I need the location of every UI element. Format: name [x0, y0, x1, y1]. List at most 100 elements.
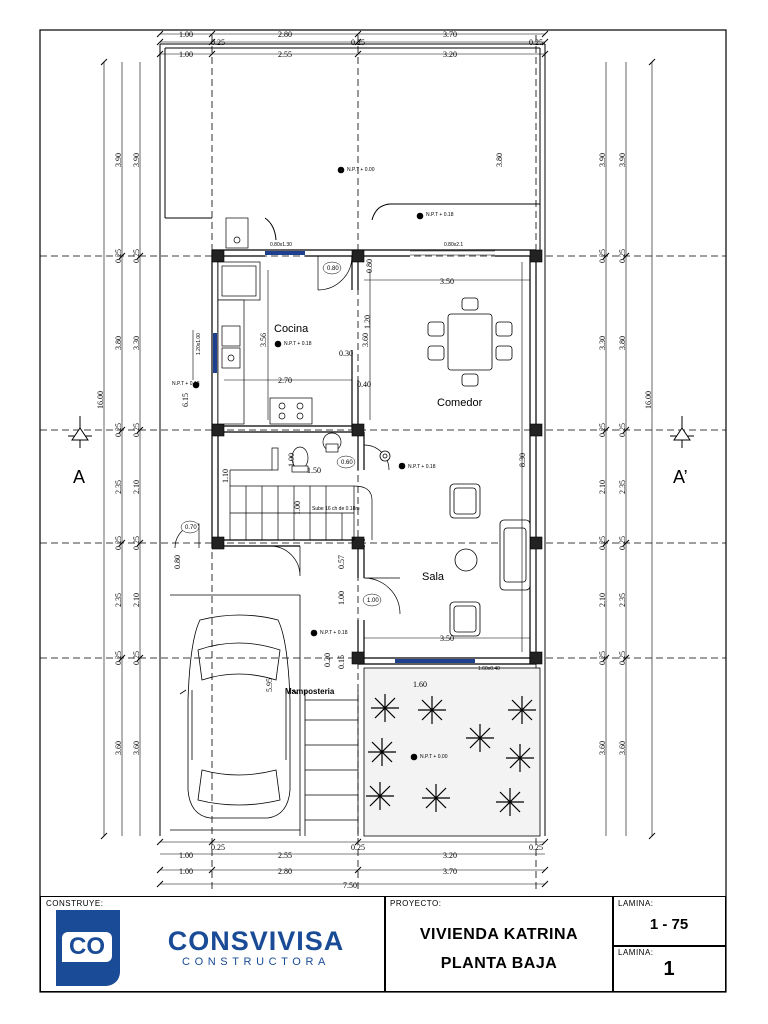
project-name: VIVIENDA KATRINA — [419, 926, 579, 943]
npt-000-top: N.P.T + 0.00 — [347, 167, 375, 173]
lamina-label-1: LAMINA: — [618, 899, 654, 908]
stairs-label: Sube 16 ch de 0.18m — [312, 506, 360, 512]
windows — [213, 251, 475, 663]
dim-right-inner-9: 3.60 — [598, 741, 607, 755]
garden — [363, 667, 541, 837]
npt-000-garden: N.P.T + 0.00 — [420, 754, 448, 760]
dim-right-inner-6: 0.25 — [598, 536, 607, 550]
dim-080a: 0.80 — [365, 259, 374, 273]
car — [179, 614, 299, 819]
dim-right-outer-5: 2.35 — [618, 480, 627, 494]
dim-left-outer-4: 0.25 — [114, 423, 123, 437]
dim-615: 6.15 — [181, 393, 190, 407]
dim-top-1: 1.00 — [179, 30, 193, 39]
room-sala: Sala — [422, 571, 445, 583]
dim-right-outer-9: 3.60 — [618, 741, 627, 755]
dim-595: 5.95 — [265, 678, 274, 692]
dim-360: 3.60 — [361, 333, 370, 347]
dim-right-inner-7: 2.10 — [598, 593, 607, 607]
dim-right-outer-7: 2.35 — [618, 593, 627, 607]
sheet-name: PLANTA BAJA — [440, 955, 558, 972]
room-names: Cocina Comedor Sala Mamposteria — [274, 323, 483, 696]
dim-160: 1.60 — [413, 680, 427, 689]
dining-set — [427, 297, 513, 387]
dim-120: 1.20 — [363, 315, 372, 329]
stairs — [229, 469, 373, 541]
dim-830: 8.30 — [518, 453, 527, 467]
win-kitchen-label: 1.20x1.00 — [196, 333, 202, 355]
win-top-label: 0.80x1.30 — [270, 242, 292, 248]
dim-350b: 3.50 — [440, 634, 454, 643]
columns — [211, 249, 543, 665]
dim-left-outer-3: 3.80 — [114, 336, 123, 350]
dim-110: 1.10 — [221, 469, 230, 483]
dim-right-outer-6: 0.25 — [618, 536, 627, 550]
sheet-frame — [39, 29, 727, 993]
tb-divider-3 — [612, 945, 726, 947]
dim-left-inner-7: 2.10 — [132, 593, 141, 607]
lamina-label-2: LAMINA: — [618, 948, 654, 957]
dim-left-outer-6: 0.25 — [114, 536, 123, 550]
dim-left-inner-9: 3.60 — [132, 741, 141, 755]
dim-350a: 3.50 — [440, 277, 454, 286]
vertical-dimension-texts: 3.90 0.25 3.80 0.25 2.35 0.25 2.35 0.25 … — [96, 153, 653, 755]
dim-150: 1.50 — [307, 466, 321, 475]
room-mamposteria: Mamposteria — [285, 687, 335, 696]
dim-total-width: 7.50 — [343, 881, 357, 890]
dim-left-total: 16.00 — [96, 391, 105, 409]
company-sub: CONSTRUCTORA — [182, 956, 330, 968]
dim-left-inner-2: 0.25 — [132, 249, 141, 263]
section-a-left: A — [73, 467, 85, 487]
dim-right-outer-3: 3.80 — [618, 336, 627, 350]
dim-bot-7: 1.00 — [179, 867, 193, 876]
dim-bot-5: 0.25 — [351, 843, 365, 852]
dim-015: 0.15 — [337, 655, 346, 669]
window-frames — [410, 250, 495, 256]
dim-top-6: 0.25 — [529, 38, 543, 47]
annotation-texts: N.P.T + 0.00 N.P.T + 0.18 N.P.T + 0.18 N… — [172, 167, 500, 760]
garage-walls — [170, 594, 359, 836]
dim-bot-3: 3.20 — [443, 851, 457, 860]
door-070-tag: 0.70 — [185, 525, 197, 531]
door-100-tag: 1.00 — [367, 598, 379, 604]
win-comedor-label: 0.80x2.1 — [444, 242, 463, 248]
door-swings — [174, 255, 401, 615]
door-080-tag: 0.80 — [327, 266, 339, 272]
dim-left-inner-8: 0.25 — [132, 651, 141, 665]
dimension-lines — [103, 33, 653, 885]
dim-right-outer-2: 0.25 — [618, 249, 627, 263]
dim-left-inner-6: 0.25 — [132, 536, 141, 550]
npt-018-c: N.P.T + 0.18 — [172, 381, 200, 387]
door-tags: 0.80 0.60 0.70 1.00 — [180, 261, 382, 607]
dim-top-5: 0.25 — [351, 38, 365, 47]
scale-value: 1 - 75 — [649, 916, 689, 933]
dim-left-inner-3: 3.30 — [132, 336, 141, 350]
dim-left-outer-1: 3.90 — [114, 153, 123, 167]
dim-right-inner-1: 3.90 — [598, 153, 607, 167]
npt-018-a: N.P.T + 0.18 — [426, 212, 454, 218]
section-markers — [68, 416, 694, 448]
dim-100c: 1.00 — [337, 591, 346, 605]
section-letters: A A’ — [73, 467, 688, 487]
dim-right-inner-2: 0.25 — [598, 249, 607, 263]
dim-100b: 1.00 — [293, 501, 302, 515]
dimension-ticks — [100, 30, 656, 888]
dim-right-total: 16.00 — [644, 391, 653, 409]
dim-left-outer-7: 2.35 — [114, 593, 123, 607]
dim-top-8: 2.55 — [278, 50, 292, 59]
dim-right-inner-4: 0.25 — [598, 423, 607, 437]
dim-left-outer-8: 0.25 — [114, 651, 123, 665]
tb-divider-1 — [384, 896, 386, 992]
dim-left-outer-2: 0.25 — [114, 249, 123, 263]
level-markers — [192, 166, 424, 761]
dim-left-inner-5: 2.10 — [132, 480, 141, 494]
dim-left-outer-9: 3.60 — [114, 741, 123, 755]
dim-top-3: 3.70 — [443, 30, 457, 39]
proyecto-label: PROYECTO: — [390, 899, 442, 908]
dim-top-7: 1.00 — [179, 50, 193, 59]
win-sala-label: 1.60x0.40 — [478, 666, 500, 672]
dim-020: 0.20 — [323, 653, 332, 667]
dim-bot-1: 1.00 — [179, 851, 193, 860]
dim-030: 0.30 — [339, 349, 353, 358]
